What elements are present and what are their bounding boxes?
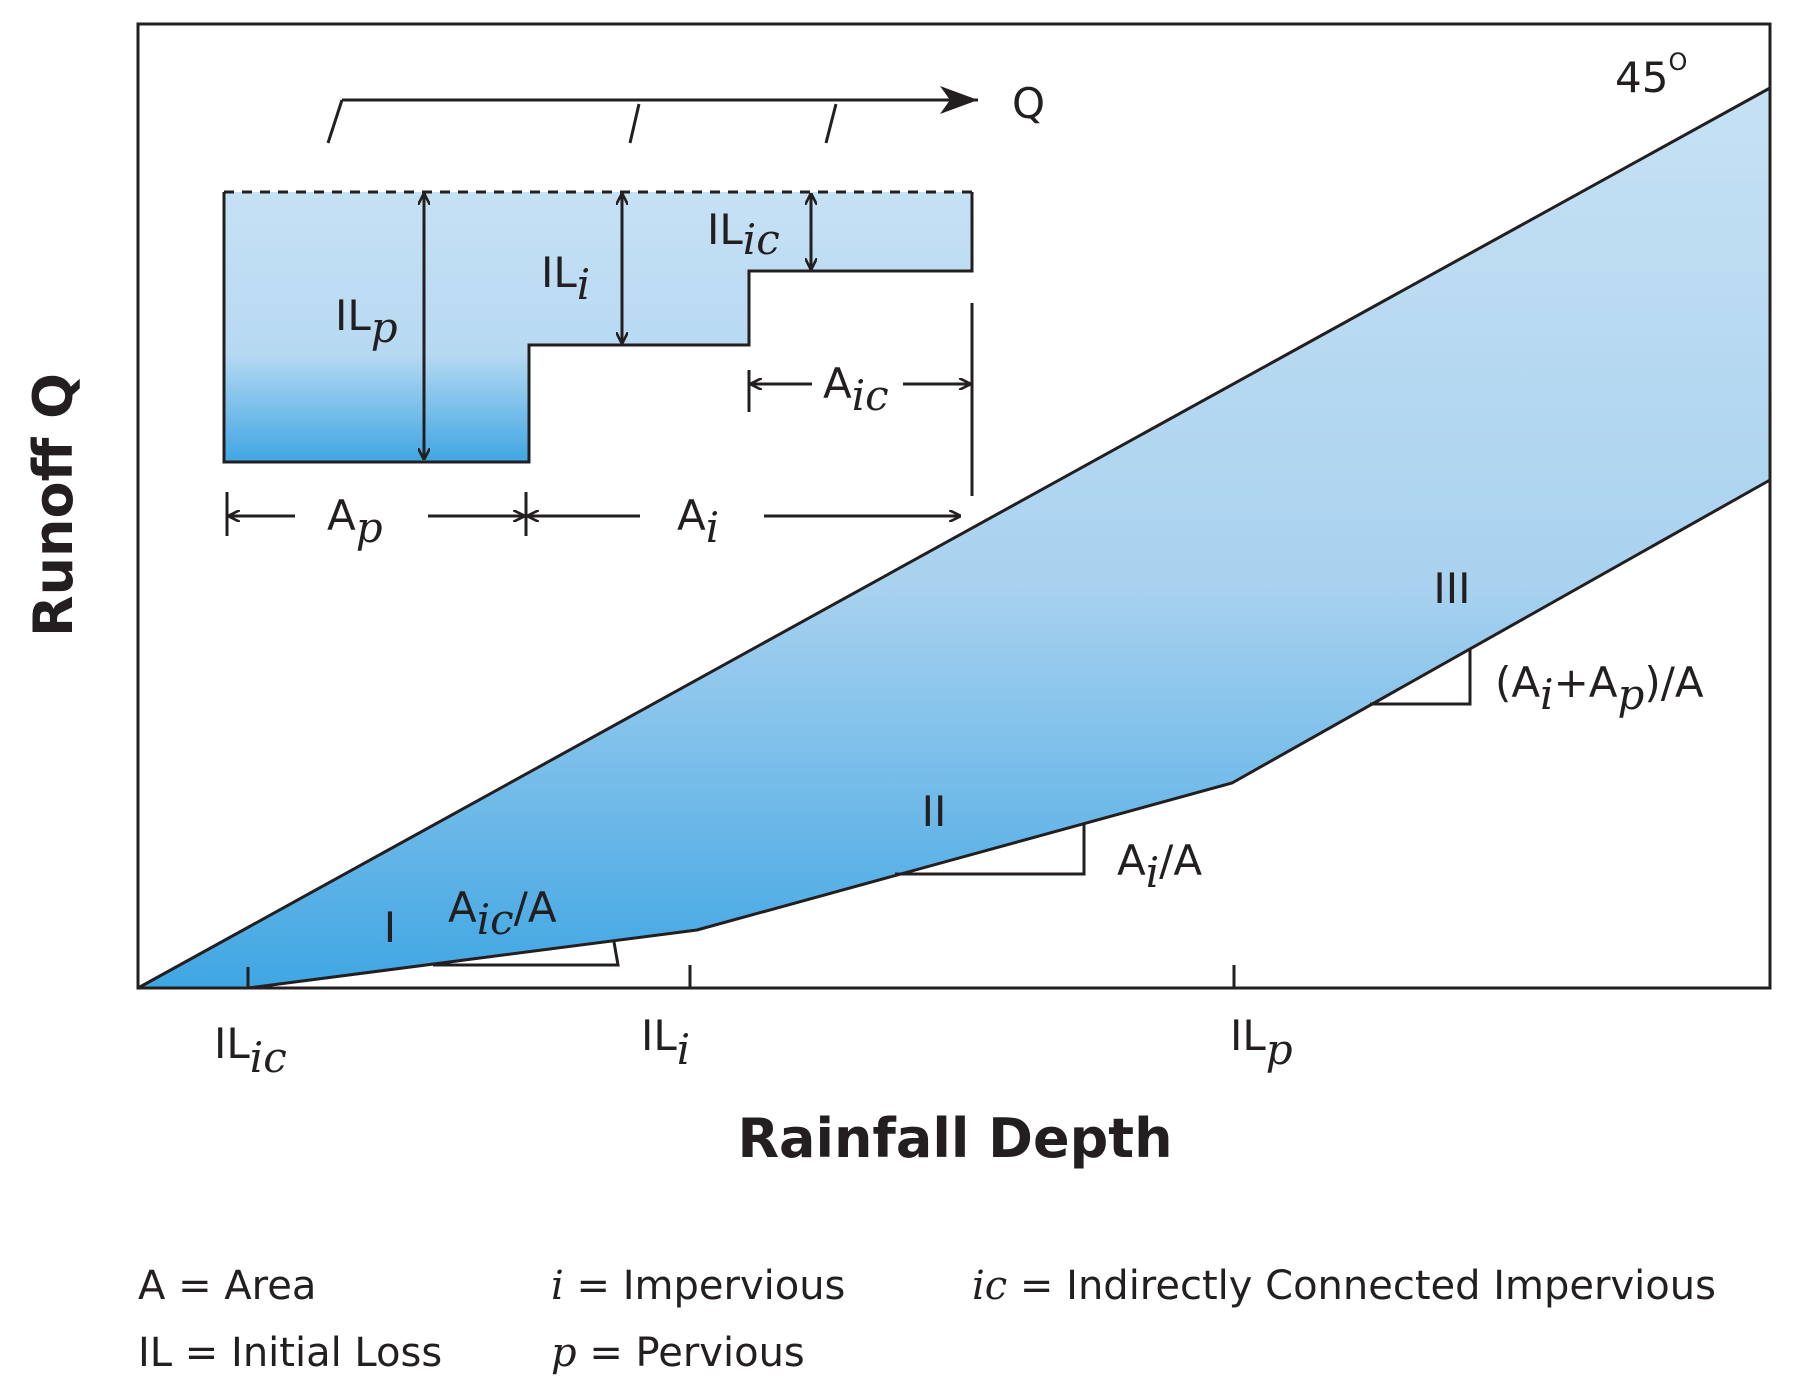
il-p-label: ILp	[335, 291, 398, 352]
x-tick-label-ili: ILi	[641, 1011, 690, 1074]
angle-label: 45O	[1615, 48, 1687, 102]
a-ic-label: Aic	[823, 359, 889, 420]
x-tick-label-ilp: ILp	[1230, 1011, 1293, 1074]
y-axis-title: Runoff Q	[22, 373, 85, 637]
legend-pervious: p = Pervious	[551, 1330, 805, 1376]
slope-label-aiap: (Ai+Ap)/A	[1495, 658, 1704, 719]
storage-shape	[224, 192, 972, 462]
legend: A = Area IL = Initial Loss i = Imperviou…	[138, 1263, 1716, 1376]
inset-schematic: Q ILp ILi ILic Aic Ap Ai	[222, 79, 1045, 552]
flow-tick-2	[628, 103, 641, 144]
legend-initial-loss: IL = Initial Loss	[138, 1330, 442, 1376]
x-axis-title: Rainfall Depth	[737, 1107, 1172, 1170]
x-tick-label-ilic: ILic	[214, 1019, 287, 1082]
il-i-label: ILi	[541, 248, 590, 309]
lower-runoff-curve	[247, 478, 1771, 990]
flow-tick-3	[824, 103, 838, 144]
legend-indirectly-connected: ic = Indirectly Connected Impervious	[972, 1263, 1716, 1309]
region-label-ii: II	[922, 787, 947, 836]
a-i-label: Ai	[677, 491, 719, 552]
il-ic-label: ILic	[707, 205, 780, 264]
slope-label-aic: Aic/A	[448, 883, 557, 944]
a-p-label: Ap	[327, 491, 383, 552]
legend-area: A = Area	[138, 1263, 316, 1309]
flow-tick-1	[326, 99, 344, 144]
slope-label-ai: Ai/A	[1117, 836, 1202, 897]
slope-triangle-3	[1370, 648, 1472, 706]
region-label-iii: III	[1433, 564, 1470, 613]
flow-label-q: Q	[1012, 79, 1045, 128]
upper-45-degree-line	[137, 86, 1771, 990]
slope-triangle-1	[433, 941, 620, 967]
region-label-i: I	[384, 903, 396, 952]
slope-triangle-2	[895, 823, 1086, 876]
flow-arrowhead	[940, 86, 978, 114]
plot-frame	[136, 22, 1772, 990]
storage-outline	[222, 192, 974, 464]
legend-impervious: i = Impervious	[551, 1263, 845, 1309]
